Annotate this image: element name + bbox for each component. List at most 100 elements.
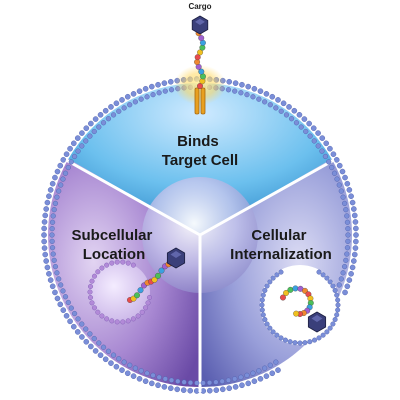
membrane-bead xyxy=(83,338,90,345)
membrane-bead xyxy=(338,188,344,194)
membrane-bead xyxy=(250,370,256,376)
membrane-bead xyxy=(278,108,284,114)
membrane-bead xyxy=(114,259,120,265)
membrane-bead xyxy=(320,272,326,278)
membrane-bead xyxy=(136,376,143,382)
membrane-bead xyxy=(340,194,346,200)
membrane-bead xyxy=(267,279,273,285)
membrane-bead xyxy=(52,264,59,270)
membrane-bead xyxy=(298,124,304,130)
peptide-bead xyxy=(151,276,158,283)
membrane-bead xyxy=(83,138,89,144)
membrane-bead xyxy=(180,387,187,393)
membrane-bead xyxy=(232,88,238,94)
membrane-bead xyxy=(49,238,55,244)
membrane-bead xyxy=(225,87,232,93)
membrane-bead xyxy=(108,104,114,110)
membrane-bead xyxy=(351,212,358,219)
membrane-bead xyxy=(54,194,60,200)
cargo-highlight xyxy=(170,251,182,258)
membrane-bead xyxy=(239,81,245,88)
cargo-highlight xyxy=(311,315,323,322)
membrane-bead xyxy=(320,332,326,338)
membrane-bead xyxy=(100,344,107,350)
membrane-bead xyxy=(71,153,78,160)
membrane-bead xyxy=(62,294,69,300)
membrane-bead xyxy=(95,269,101,275)
membrane-bead xyxy=(175,378,181,384)
membrane-bead xyxy=(344,251,350,257)
membrane-bead xyxy=(135,313,141,319)
membrane-bead xyxy=(83,326,89,332)
intracellular-vesicle xyxy=(87,259,152,325)
membrane-bead xyxy=(121,359,127,365)
membrane-bead xyxy=(346,187,353,193)
membrane-bead xyxy=(344,180,351,187)
membrane-bead xyxy=(226,385,233,392)
membrane-bead xyxy=(330,151,337,157)
membrane-bead xyxy=(75,316,81,322)
membrane-bead xyxy=(52,289,58,296)
membrane-bead xyxy=(75,148,81,154)
membrane-bead xyxy=(275,97,281,103)
membrane-bead xyxy=(97,111,104,118)
membrane-bead xyxy=(41,238,47,245)
membrane-bead xyxy=(167,78,174,85)
membrane-bead xyxy=(225,377,232,383)
membrane-bead xyxy=(352,219,359,225)
membrane-bead xyxy=(334,292,340,298)
membrane-bead xyxy=(43,206,49,212)
membrane-bead xyxy=(74,135,81,141)
membrane-bead xyxy=(263,373,270,379)
membrane-bead xyxy=(60,157,67,163)
peptide-bead xyxy=(137,287,144,294)
membrane-bead xyxy=(139,309,145,315)
membrane-bead xyxy=(336,182,342,188)
membrane-bead xyxy=(327,279,333,285)
membrane-bead xyxy=(342,174,348,181)
peptide-bead xyxy=(197,83,203,89)
membrane-bead xyxy=(138,368,144,374)
membrane-bead xyxy=(288,116,295,122)
membrane-bead xyxy=(145,300,151,306)
membrane-bead xyxy=(316,335,322,341)
membrane-bead xyxy=(286,104,292,110)
peptide-bead xyxy=(155,272,161,279)
membrane-bead xyxy=(65,299,71,306)
membrane-bead xyxy=(344,219,351,225)
membrane-bead xyxy=(329,164,335,171)
membrane-bead xyxy=(344,245,351,251)
membrane-bead xyxy=(68,159,74,165)
section-dividers xyxy=(65,158,335,392)
membrane-bead xyxy=(125,260,131,266)
membrane-bead xyxy=(130,373,137,379)
membrane-bead xyxy=(87,133,93,139)
membrane-bead xyxy=(269,370,276,377)
membrane-bead xyxy=(100,120,107,126)
membrane-bead xyxy=(262,287,268,293)
membrane-bead xyxy=(102,356,109,363)
endocytic-pocket xyxy=(259,265,341,346)
membrane-bead xyxy=(349,199,356,206)
membrane-bead xyxy=(50,251,56,257)
membrane-bead xyxy=(83,125,90,132)
membrane-bead xyxy=(70,323,77,330)
membrane-bead xyxy=(97,352,104,359)
membrane-bead xyxy=(262,365,268,371)
membrane-bead xyxy=(91,128,97,135)
membrane-bead xyxy=(351,251,358,258)
membrane-bead xyxy=(132,99,138,105)
membrane-bead xyxy=(259,307,265,313)
membrane-bead xyxy=(108,360,114,366)
membrane-bead xyxy=(333,157,340,163)
membrane-bead xyxy=(49,245,56,251)
membrane-bead xyxy=(273,105,279,111)
membrane-bead xyxy=(95,309,101,315)
membrane-bead xyxy=(63,313,70,319)
membrane-bead xyxy=(125,318,131,324)
membrane-bead xyxy=(264,321,270,327)
membrane-bead xyxy=(232,376,238,382)
peptide-bead xyxy=(158,267,165,274)
membrane-bead xyxy=(238,90,244,96)
